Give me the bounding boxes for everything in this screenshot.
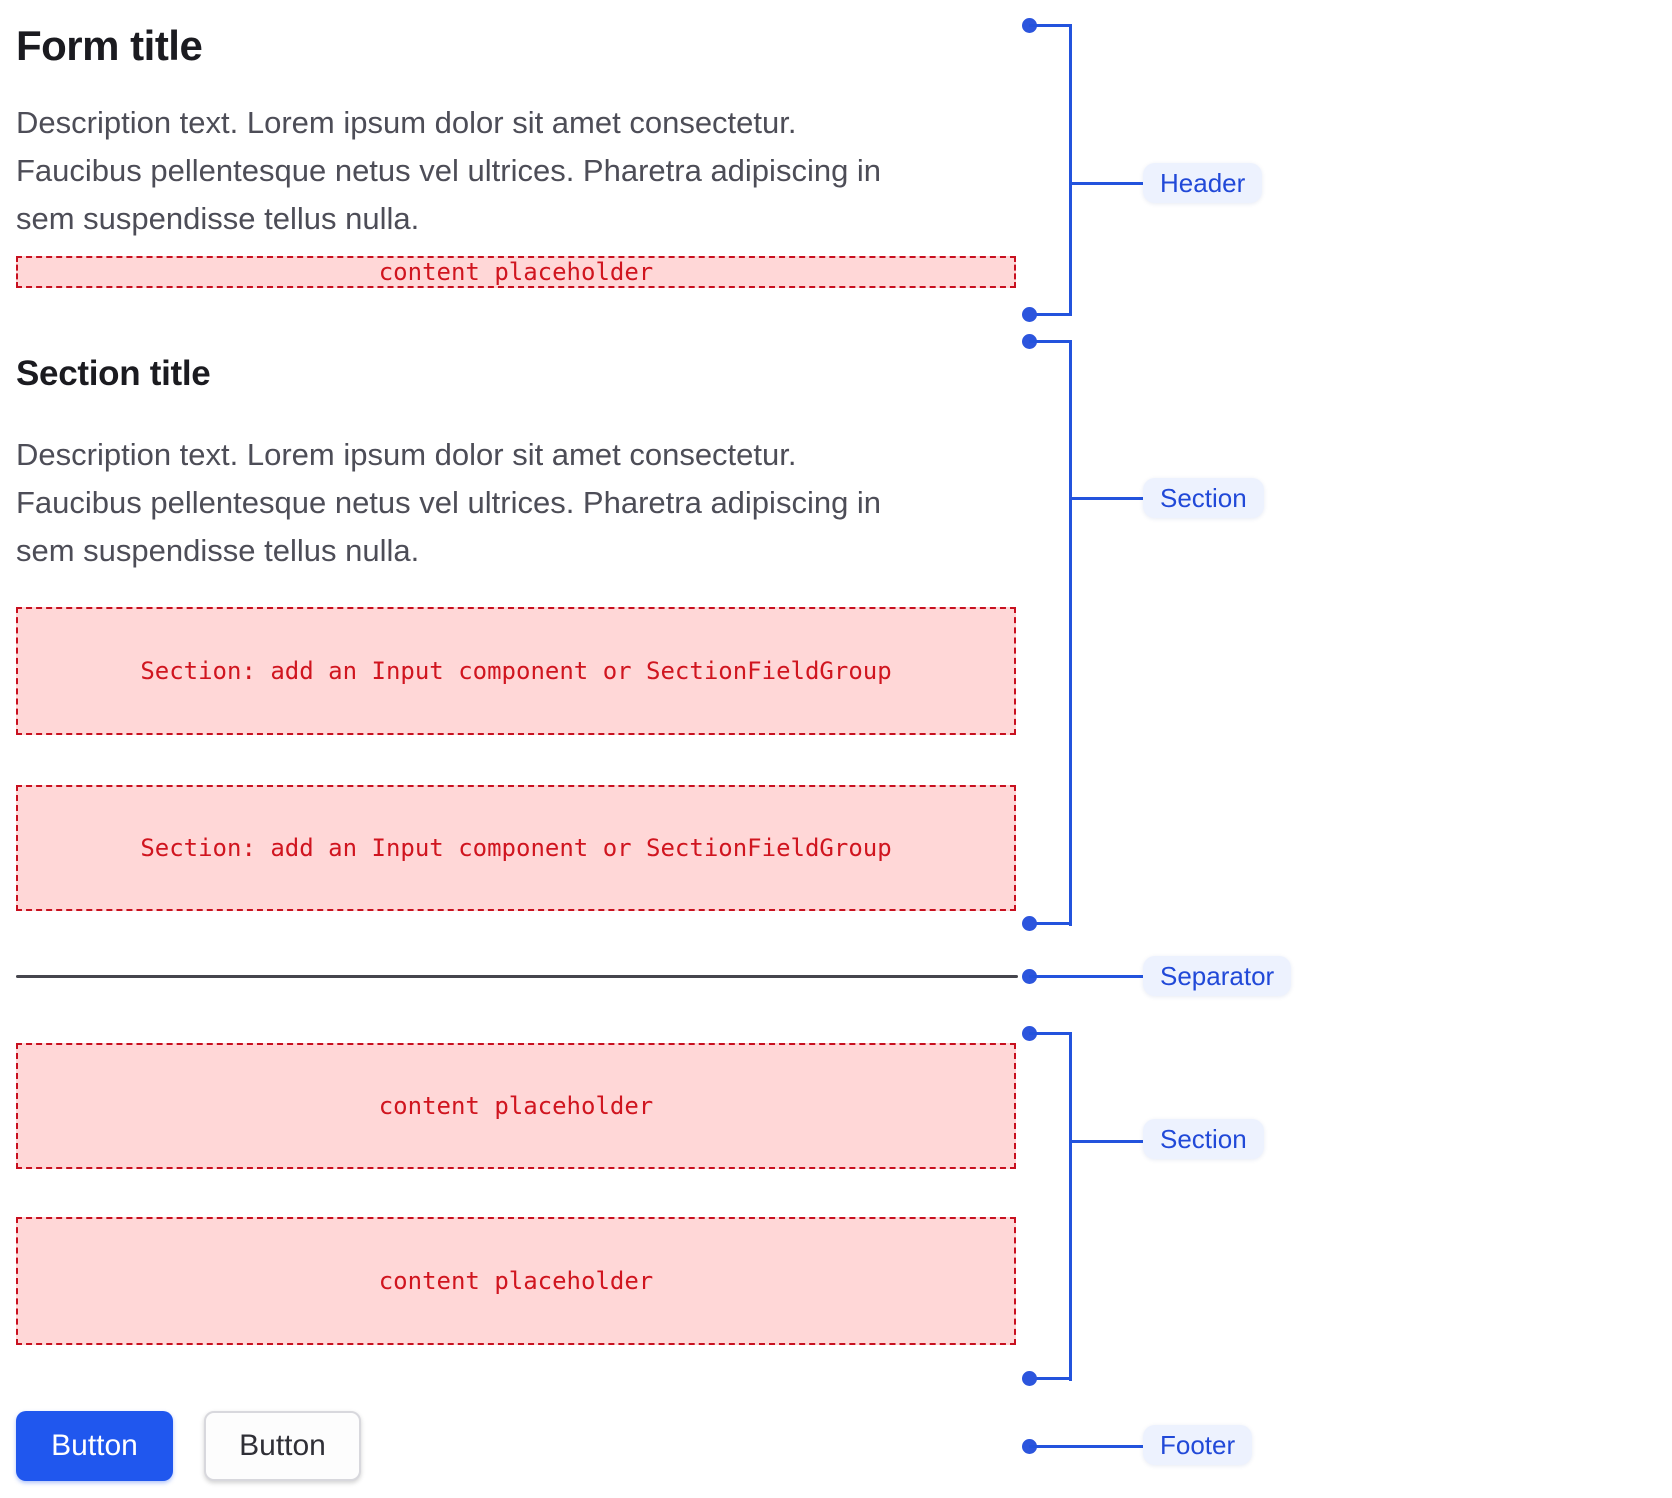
section1-bracket-bottom-dot [1021,915,1037,931]
form-description-line: Description text. Lorem ipsum dolor sit … [16,105,797,140]
section2-bracket-bottom-dot [1021,1370,1037,1386]
section2-bracket-connector [1069,1139,1143,1143]
header-bracket-bottom-dot [1021,306,1037,322]
section-description-line: Faucibus pellentesque netus vel ultrices… [16,485,882,520]
footer-annotation-label: Footer [1143,1425,1253,1465]
footer-connector [1029,1444,1143,1448]
header-bracket-bottom-arm [1029,312,1072,316]
section1-bracket-connector [1069,496,1143,500]
separator-connector [1029,975,1143,978]
form-description: Description text. Lorem ipsum dolor sit … [16,99,986,243]
section2-bracket-bottom-arm [1029,1376,1072,1380]
separator-line [16,975,1018,978]
section-fieldgroup-placeholder-2: Section: add an Input component or Secti… [16,785,1016,911]
header-annotation-label: Header [1143,163,1263,203]
section-description-line: sem suspendisse tellus nulla. [16,533,420,568]
section2-content-placeholder-1: content placeholder [16,1043,1016,1169]
form-title: Form title [16,22,203,69]
section-title: Section title [16,354,211,393]
section2-annotation-label: Section [1143,1119,1264,1159]
section-description: Description text. Lorem ipsum dolor sit … [16,431,986,575]
header-bracket-connector [1069,181,1143,185]
section1-bracket-vertical [1069,339,1072,926]
section2-bracket-vertical [1069,1031,1072,1381]
section-description-line: Description text. Lorem ipsum dolor sit … [16,437,797,472]
section1-bracket-top-arm [1029,339,1072,343]
form-description-line: sem suspendisse tellus nulla. [16,201,420,236]
header-content-placeholder: content placeholder [16,256,1016,288]
header-bracket-top-arm [1029,23,1072,27]
section2-content-placeholder-2: content placeholder [16,1217,1016,1345]
section2-bracket-top-arm [1029,1031,1072,1035]
section-fieldgroup-placeholder-1: Section: add an Input component or Secti… [16,607,1016,735]
section1-bracket-bottom-arm [1029,921,1072,925]
form-description-line: Faucibus pellentesque netus vel ultrices… [16,153,882,188]
primary-button[interactable]: Button [16,1411,173,1481]
header-bracket-vertical [1069,23,1072,316]
section1-annotation-label: Section [1143,478,1264,518]
secondary-button[interactable]: Button [204,1411,361,1481]
separator-annotation-label: Separator [1143,956,1292,996]
